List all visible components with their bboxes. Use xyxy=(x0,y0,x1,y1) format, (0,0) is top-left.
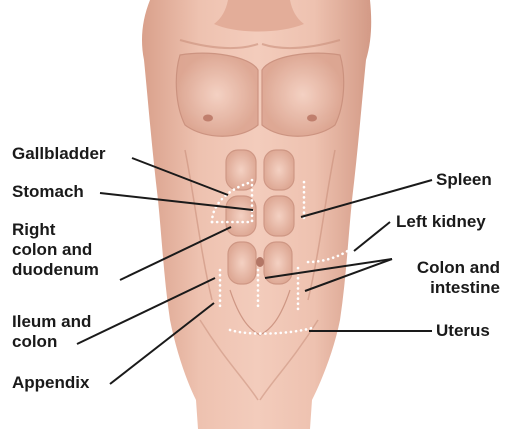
navel xyxy=(256,257,264,267)
label-colon-intestine: Colon and intestine xyxy=(396,258,500,298)
label-stomach: Stomach xyxy=(12,182,84,202)
label-uterus: Uterus xyxy=(436,321,490,341)
label-spleen: Spleen xyxy=(436,170,492,190)
label-appendix: Appendix xyxy=(12,373,89,393)
right-nipple xyxy=(307,115,317,122)
label-ileum-colon: Ileum and colon xyxy=(12,312,91,352)
neck xyxy=(214,0,304,32)
left-nipple xyxy=(203,115,213,122)
label-gallbladder: Gallbladder xyxy=(12,144,106,164)
right-pectoral xyxy=(262,53,344,136)
label-left-kidney: Left kidney xyxy=(396,212,486,232)
label-right-colon-duodenum: Right colon and duodenum xyxy=(12,220,99,280)
left-pectoral xyxy=(176,53,258,136)
left-kidney-pointer xyxy=(354,222,390,251)
